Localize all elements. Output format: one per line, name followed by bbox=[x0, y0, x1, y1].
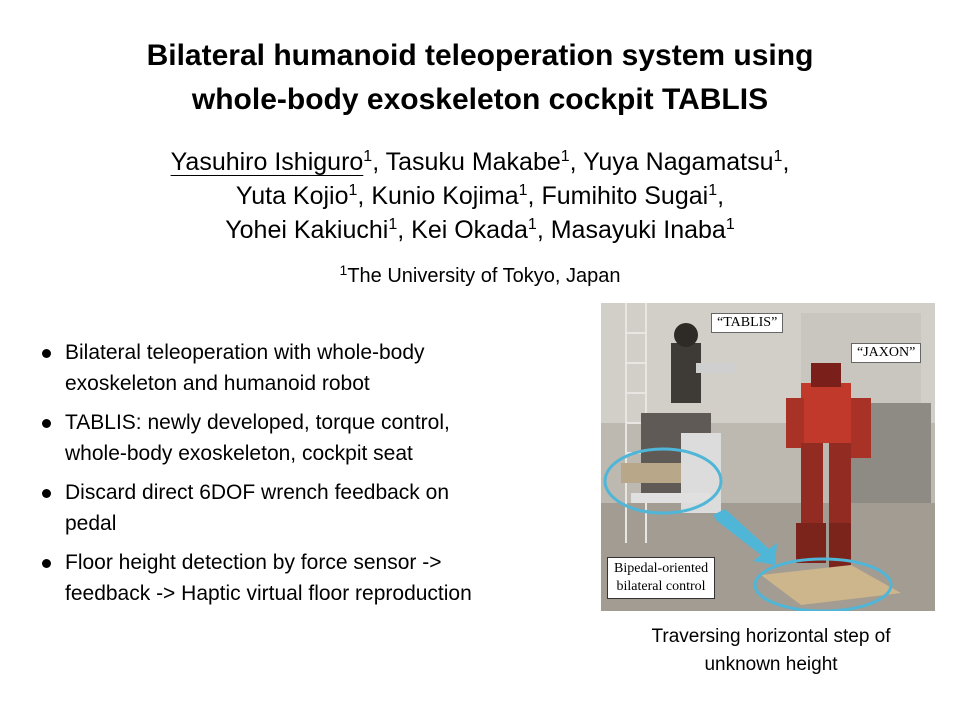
author-sep: , bbox=[536, 216, 551, 244]
author-line-1: Yasuhiro Ishiguro1, Tasuku Makabe1, Yuya… bbox=[0, 145, 960, 179]
author-name: Yuya Nagamatsu bbox=[583, 148, 774, 176]
author-name: Yohei Kakiuchi bbox=[225, 216, 389, 244]
author-sep: , bbox=[357, 182, 372, 210]
bullet-list: Bilateral teleoperation with whole-body … bbox=[40, 337, 600, 617]
author-affil-sup: 1 bbox=[708, 182, 718, 199]
caption-line-2: unknown height bbox=[704, 654, 838, 675]
author-sep: , bbox=[782, 148, 790, 176]
author-affil-sup: 1 bbox=[348, 182, 358, 199]
bullet-text-line: Floor height detection by force sensor -… bbox=[65, 551, 442, 574]
bullet-text-line: feedback -> Haptic virtual floor reprodu… bbox=[65, 582, 472, 605]
bullet-item: TABLIS: newly developed, torque control,… bbox=[40, 407, 600, 469]
bullet-dot-icon bbox=[42, 489, 51, 498]
title-line-2: whole-body exoskeleton cockpit TABLIS bbox=[191, 83, 769, 116]
bullet-text-line: whole-body exoskeleton, cockpit seat bbox=[65, 442, 413, 465]
author-line-3: Yohei Kakiuchi1, Kei Okada1, Masayuki In… bbox=[0, 213, 960, 247]
experiment-photo: “TABLIS” “JAXON” Bipedal-oriented bilate… bbox=[601, 303, 935, 611]
affiliation: 1The University of Tokyo, Japan bbox=[0, 262, 960, 290]
bullet-item: Floor height detection by force sensor -… bbox=[40, 547, 600, 609]
label-control-line-1: Bipedal-oriented bbox=[614, 561, 709, 576]
label-tablis: “TABLIS” bbox=[711, 313, 784, 333]
author-affil-sup: 1 bbox=[363, 148, 373, 165]
author-name: Masayuki Inaba bbox=[550, 216, 726, 244]
title-line-1: Bilateral humanoid teleoperation system … bbox=[146, 39, 814, 72]
affiliation-sup: 1 bbox=[339, 262, 348, 278]
bullet-item: Discard direct 6DOF wrench feedback on p… bbox=[40, 477, 600, 539]
author-name: Yuta Kojio bbox=[235, 182, 349, 210]
bullet-text-line: TABLIS: newly developed, torque control, bbox=[65, 411, 450, 434]
author-list: Yasuhiro Ishiguro1, Tasuku Makabe1, Yuya… bbox=[0, 145, 960, 247]
author-affil-sup: 1 bbox=[388, 216, 398, 233]
bullet-text-line: pedal bbox=[65, 512, 117, 535]
author-sep: , bbox=[527, 182, 542, 210]
bullet-item: Bilateral teleoperation with whole-body … bbox=[40, 337, 600, 399]
bullet-text-line: Discard direct 6DOF wrench feedback on bbox=[65, 481, 449, 504]
author-sep: , bbox=[372, 148, 386, 176]
bullet-dot-icon bbox=[42, 349, 51, 358]
figure-caption: Traversing horizontal step of unknown he… bbox=[601, 623, 941, 679]
author-affil-sup: 1 bbox=[518, 182, 528, 199]
bullet-text-line: exoskeleton and humanoid robot bbox=[65, 372, 370, 395]
author-affil-sup: 1 bbox=[725, 216, 735, 233]
author-name: Kunio Kojima bbox=[371, 182, 519, 210]
author-name: Yasuhiro Ishiguro bbox=[170, 148, 364, 176]
caption-line-1: Traversing horizontal step of bbox=[651, 626, 891, 647]
label-jaxon: “JAXON” bbox=[851, 343, 922, 363]
slide-title: Bilateral humanoid teleoperation system … bbox=[0, 34, 960, 122]
author-sep: , bbox=[397, 216, 412, 244]
bullet-dot-icon bbox=[42, 419, 51, 428]
author-affil-sup: 1 bbox=[773, 148, 783, 165]
author-name: Kei Okada bbox=[411, 216, 528, 244]
author-sep: , bbox=[569, 148, 584, 176]
label-bilateral-control: Bipedal-oriented bilateral control bbox=[607, 557, 716, 599]
author-name: Tasuku Makabe bbox=[385, 148, 561, 176]
bullet-text-line: Bilateral teleoperation with whole-body bbox=[65, 341, 425, 364]
affiliation-text: The University of Tokyo, Japan bbox=[347, 265, 621, 287]
author-line-2: Yuta Kojio1, Kunio Kojima1, Fumihito Sug… bbox=[0, 179, 960, 213]
label-control-line-2: bilateral control bbox=[616, 579, 706, 594]
author-affil-sup: 1 bbox=[560, 148, 570, 165]
bullet-dot-icon bbox=[42, 559, 51, 568]
author-sep: , bbox=[717, 182, 725, 210]
author-name: Fumihito Sugai bbox=[541, 182, 709, 210]
author-affil-sup: 1 bbox=[527, 216, 537, 233]
